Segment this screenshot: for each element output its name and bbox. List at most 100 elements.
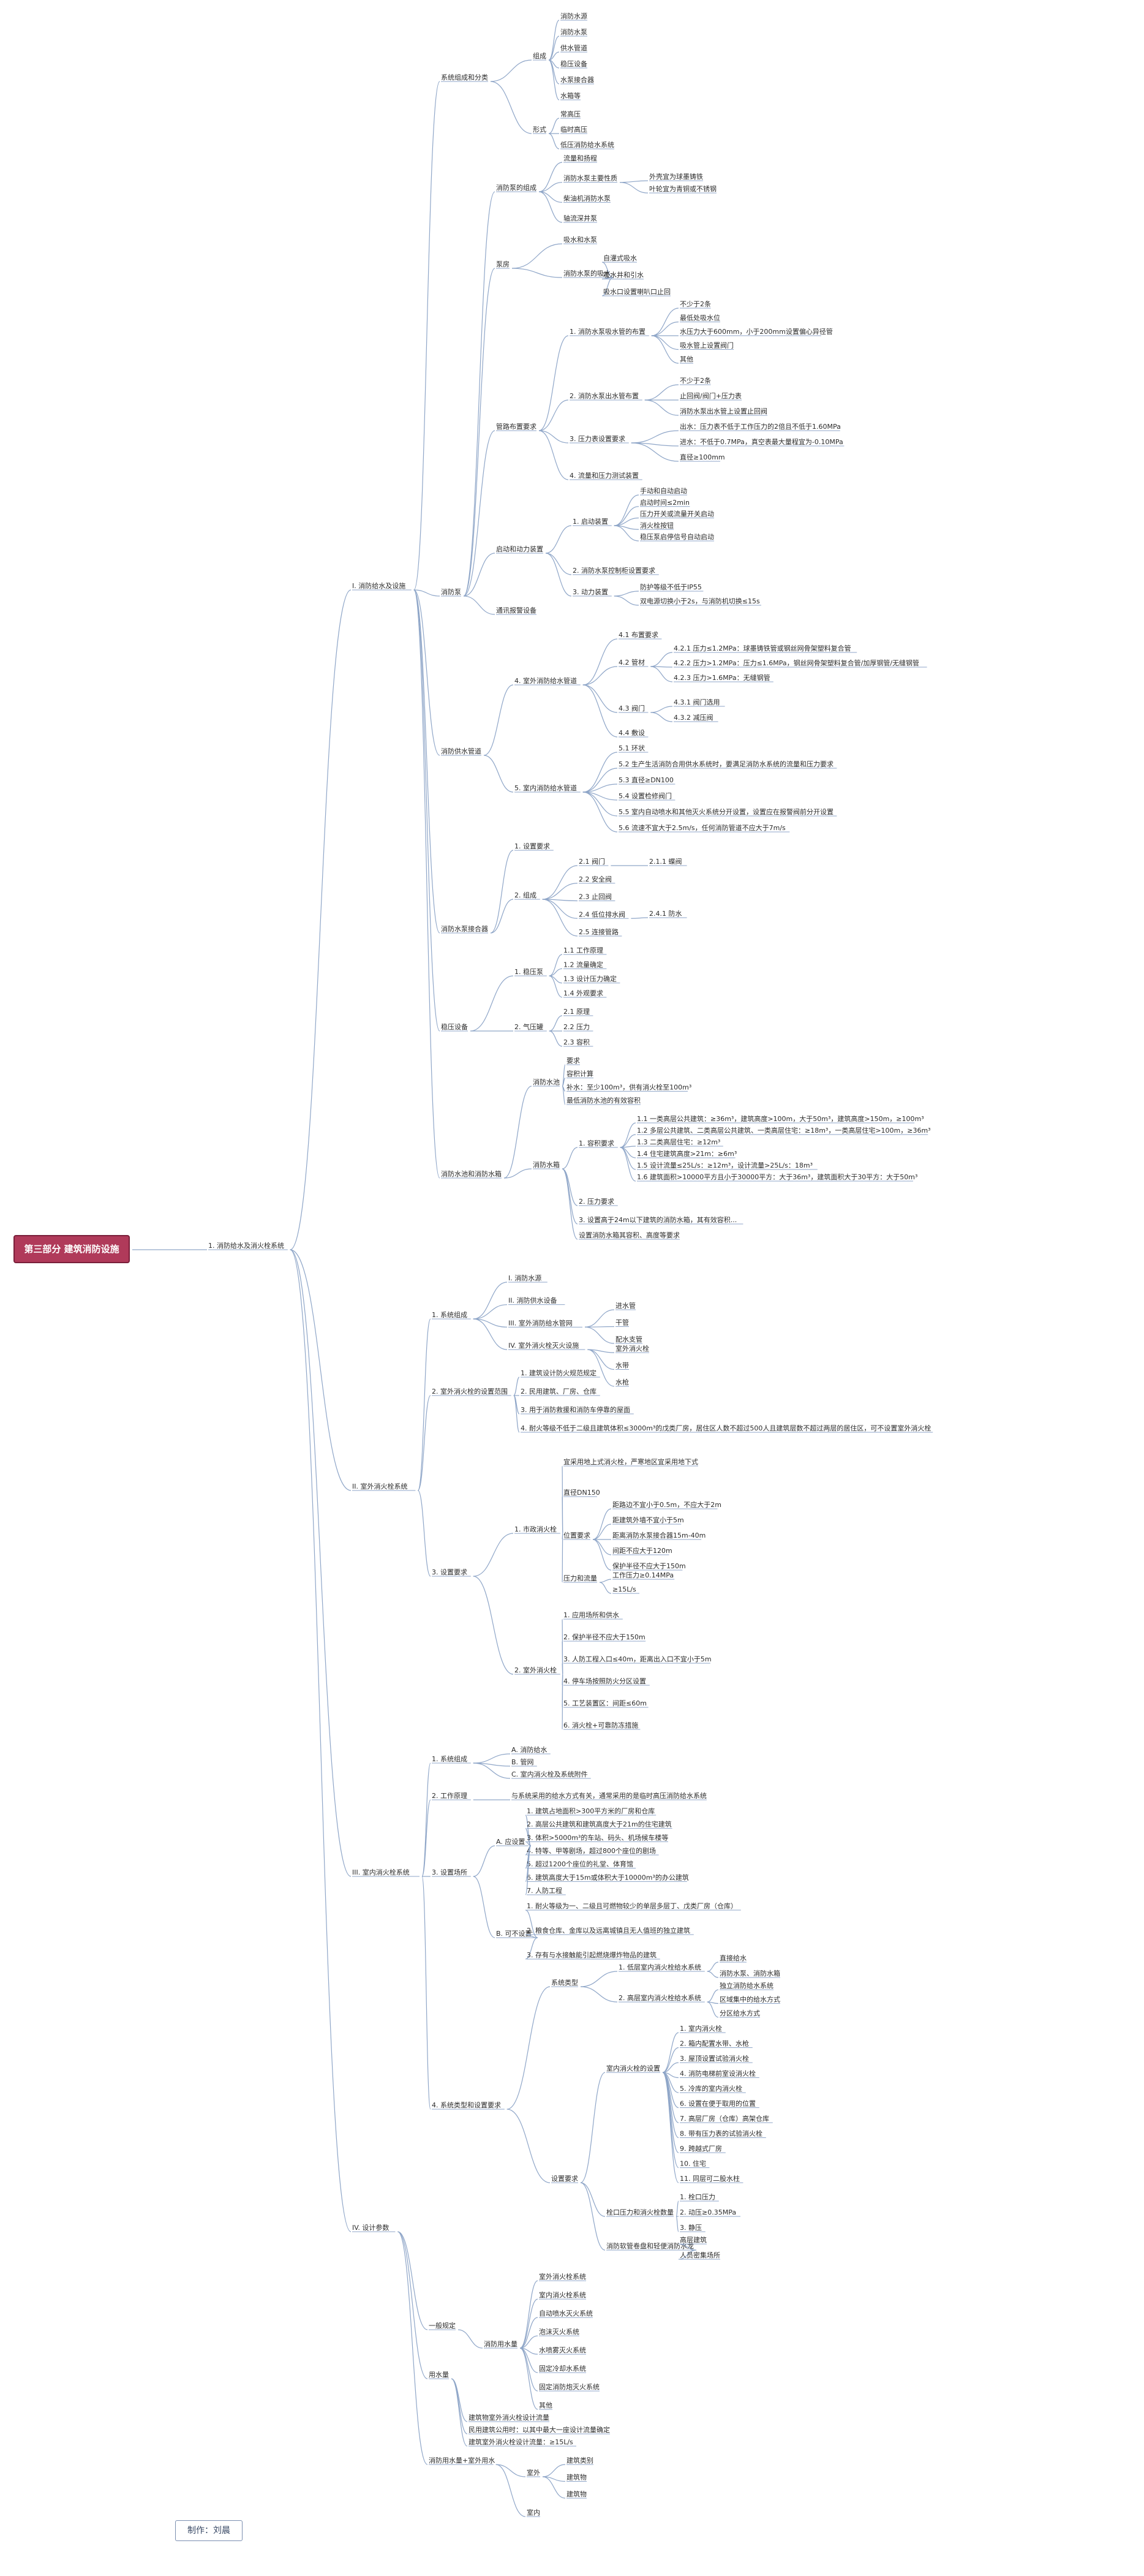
leaf-node[interactable]: 4.2.3 压力>1.6MPa：无缝钢管 <box>674 673 770 682</box>
leaf-node[interactable]: 2.1 原理 <box>563 1008 590 1016</box>
leaf-node[interactable]: 栓口压力和消火栓数量 <box>606 2208 674 2216</box>
leaf-node[interactable]: III. 室外消防给水管网 <box>508 1318 573 1327</box>
leaf-node[interactable]: 室内消火栓的设置 <box>606 2064 660 2072</box>
leaf-node[interactable]: 5. 工艺装置区：间距≤60m <box>563 1699 647 1707</box>
leaf-node[interactable]: 消防水泵出水管上设置止回阀 <box>680 407 767 415</box>
branch-node[interactable]: 1. 系统组成 <box>432 1310 467 1319</box>
sub-node[interactable]: 1. 稳压泵 <box>514 967 543 976</box>
leaf-node[interactable]: 6. 消火栓+可靠防冻措施 <box>563 1721 638 1729</box>
leaf-node[interactable]: 2. 民用建筑、厂房、仓库 <box>521 1387 596 1396</box>
leaf-node[interactable]: 2. 保护半径不应大于150m <box>563 1633 645 1641</box>
leaf-node[interactable]: 吸水和水泵 <box>563 236 597 244</box>
leaf-node[interactable]: 临时高压 <box>560 125 587 134</box>
leaf-node[interactable]: 泡沫灭火系统 <box>539 2327 579 2336</box>
leaf-node[interactable]: 室内消火栓系统 <box>539 2291 586 2299</box>
leaf-node[interactable]: 3. 存有与水接触能引起燃烧爆炸物品的建筑 <box>527 1951 657 1959</box>
leaf-node[interactable]: 6. 设置在便于取用的位置 <box>680 2099 756 2108</box>
sub-node[interactable]: 形式 <box>533 126 546 134</box>
leaf-node[interactable]: 要求 <box>566 1057 580 1065</box>
leaf-node[interactable]: 自灌式吸水 <box>603 254 637 262</box>
branch-node[interactable]: 3. 设置要求 <box>432 1568 467 1576</box>
leaf-node[interactable]: 3. 压力表设置要求 <box>570 434 625 443</box>
leaf-node[interactable]: 4.3.2 减压阀 <box>674 713 713 722</box>
sub-node[interactable]: 泵房 <box>496 260 510 268</box>
leaf-node[interactable]: 4.3 阀门 <box>619 704 645 712</box>
leaf-node[interactable]: 室外消火栓 <box>615 1344 649 1353</box>
leaf-node[interactable]: 高层建筑 <box>680 2235 707 2244</box>
leaf-node[interactable]: 不少于2条 <box>680 376 711 385</box>
root-node[interactable]: 第三部分 建筑消防设施 <box>13 1235 130 1263</box>
leaf-node[interactable]: 1.1 一类高层公共建筑：≥36m³，建筑高度>100m，大于50m³，建筑高度… <box>637 1114 924 1123</box>
leaf-node[interactable]: A. 消防给水 <box>511 1745 547 1754</box>
leaf-node[interactable]: 距路边不宜小于0.5m，不应大于2m <box>612 1500 721 1509</box>
sub-node[interactable]: 2. 气压罐 <box>514 1022 543 1031</box>
leaf-node[interactable]: 低压消防给水系统 <box>560 140 614 149</box>
leaf-node[interactable]: 建筑类别 <box>566 2456 593 2465</box>
leaf-node[interactable]: 1.4 外观要求 <box>563 989 603 997</box>
leaf-node[interactable]: 手动和自动启动 <box>640 486 687 495</box>
leaf-node[interactable]: 9. 跨越式厂房 <box>680 2144 722 2153</box>
leaf-node[interactable]: 稳压设备 <box>560 59 587 68</box>
branch-node[interactable]: 1. 系统组成 <box>432 1754 467 1763</box>
leaf-node[interactable]: B. 可不设置 <box>496 1930 532 1938</box>
leaf-node[interactable]: C. 室内消火栓及系统附件 <box>511 1770 588 1778</box>
sub-node[interactable]: 系统类型 <box>551 1978 578 1987</box>
leaf-node[interactable]: 柴油机消防水泵 <box>563 194 611 202</box>
leaf-node[interactable]: 宜采用地上式消火栓，严寒地区宜采用地下式 <box>563 1457 698 1466</box>
branch-node[interactable]: 消防供水管道 <box>441 747 481 755</box>
leaf-node[interactable]: 1. 室内消火栓 <box>680 2024 722 2033</box>
leaf-node[interactable]: 2. 高层公共建筑和建筑高度大于21m的住宅建筑 <box>527 1820 672 1829</box>
level2-node[interactable]: I. 消防给水及设施 <box>352 581 405 590</box>
leaf-node[interactable]: 7. 人防工程 <box>527 1886 562 1895</box>
level2-node[interactable]: III. 室内消火栓系统 <box>352 1868 410 1876</box>
leaf-node[interactable]: IV. 室外消火栓灭火设施 <box>508 1341 579 1350</box>
sub-node[interactable]: 5. 室内消防给水管道 <box>514 784 577 792</box>
leaf-node[interactable]: 4. 流量和压力测试装置 <box>570 471 639 480</box>
leaf-node[interactable]: 容积计算 <box>566 1070 593 1078</box>
leaf-node[interactable]: 1.2 流量确定 <box>563 960 603 969</box>
leaf-node[interactable]: 1. 低层室内消火栓给水系统 <box>619 1963 701 1971</box>
leaf-node[interactable]: 消火栓按钮 <box>640 521 674 529</box>
leaf-node[interactable]: 2. 消防水泵控制柜设置要求 <box>573 566 655 575</box>
branch-node[interactable]: 消防泵 <box>441 587 461 596</box>
leaf-node[interactable]: 1.4 住宅建筑高度>21m：≥6m³ <box>637 1149 737 1158</box>
leaf-node[interactable]: 其他 <box>539 2401 552 2409</box>
leaf-node[interactable]: 5. 冷库的室内消火栓 <box>680 2084 742 2093</box>
leaf-node[interactable]: 干管 <box>615 1318 629 1327</box>
leaf-node[interactable]: 11. 同层可二股水柱 <box>680 2174 740 2183</box>
leaf-node[interactable]: 固定冷却水系统 <box>539 2364 586 2373</box>
leaf-node[interactable]: 3. 静压 <box>680 2223 702 2232</box>
leaf-node[interactable]: 供水管道 <box>560 43 587 52</box>
leaf-node[interactable]: 出水：压力表不低于工作压力的2倍且不低于1.60MPa <box>680 422 841 431</box>
leaf-node[interactable]: 吸水口设置喇叭口止回 <box>603 287 671 296</box>
sub-node[interactable]: 4. 室外消防给水管道 <box>514 676 577 685</box>
leaf-node[interactable]: 流量和扬程 <box>563 154 597 162</box>
leaf-node[interactable]: 配水支管 <box>615 1335 642 1343</box>
branch-node[interactable]: 一般规定 <box>429 2321 456 2330</box>
leaf-node[interactable]: 1. 容积要求 <box>579 1139 614 1147</box>
leaf-node[interactable]: 防护等级不低于IP55 <box>640 583 702 591</box>
leaf-node[interactable]: 4. 耐火等级不低于二级且建筑体积≤3000m³的戊类厂房，居住区人数不超过50… <box>521 1424 931 1432</box>
leaf-node[interactable]: 1. 消防水泵吸水管的布置 <box>570 327 645 336</box>
leaf-node[interactable]: 消防水源 <box>560 12 587 20</box>
sub-node[interactable]: 通讯报警设备 <box>496 606 536 614</box>
leaf-node[interactable]: 直径≥100mm <box>680 453 725 461</box>
leaf-node[interactable]: 固定消防炮灭火系统 <box>539 2382 600 2391</box>
leaf-node[interactable]: 5.5 室内自动喷水和其他灭火系统分开设置，设置应在报警阀前分开设置 <box>619 807 834 816</box>
leaf-node[interactable]: ≥15L/s <box>612 1585 636 1593</box>
sub-node[interactable]: 1. 设置要求 <box>514 842 550 850</box>
leaf-node[interactable]: 3. 设置高于24m以下建筑的消防水箱，其有效容积... <box>579 1215 737 1224</box>
branch-node[interactable]: 用水量 <box>429 2371 449 2379</box>
leaf-node[interactable]: 水泵接合器 <box>560 75 594 84</box>
leaf-node[interactable]: 水压力大于600mm，小于200mm设置偏心异径管 <box>680 327 833 336</box>
leaf-node[interactable]: 消防水泵主要性质 <box>563 174 617 183</box>
leaf-node[interactable]: 2.2 压力 <box>563 1023 590 1031</box>
leaf-node[interactable]: 3. 体积>5000m³的车站、码头、机场候车楼等 <box>527 1833 668 1841</box>
leaf-node[interactable]: 补水：至少100m³，供有消火栓至100m³ <box>566 1082 691 1091</box>
leaf-node[interactable]: A. 应设置 <box>496 1837 525 1846</box>
leaf-node[interactable]: 区域集中的给水方式 <box>720 1995 780 2004</box>
level1-node[interactable]: 1. 消防给水及消火栓系统 <box>208 1241 284 1250</box>
leaf-node[interactable]: 4.2.2 压力>1.2MPa：压力≤1.6MPa，钢丝网骨架塑料复合管/加厚钢… <box>674 659 919 667</box>
leaf-node[interactable]: 最低处吸水位 <box>680 314 720 322</box>
leaf-node[interactable]: 4. 停车场按照防火分区设置 <box>563 1677 646 1685</box>
